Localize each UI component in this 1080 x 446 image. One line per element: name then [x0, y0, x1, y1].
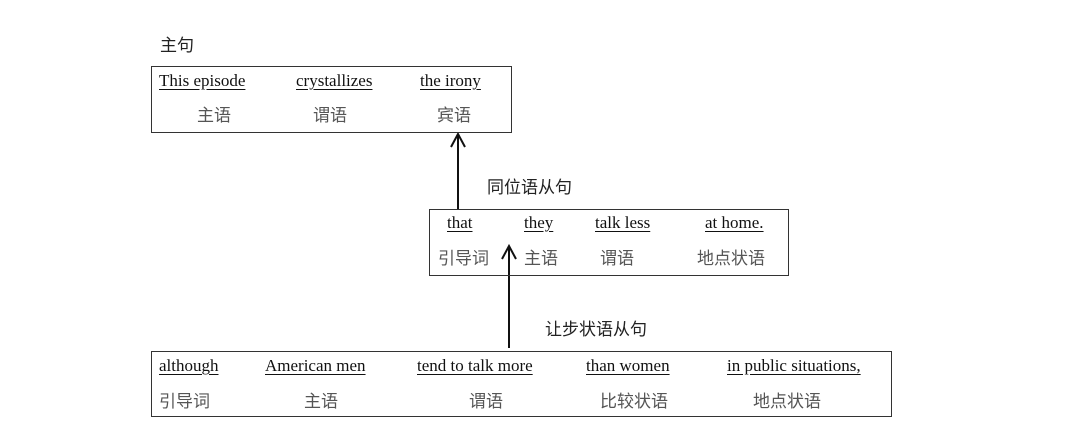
word: although	[159, 356, 219, 375]
role: 主语	[524, 249, 558, 268]
word: they	[524, 213, 554, 232]
role: 宾语	[437, 106, 471, 125]
arrow-concessive-to-appositive	[501, 243, 517, 348]
arrow-appositive-to-object	[450, 131, 466, 209]
appositive-clause-box	[429, 209, 789, 276]
word: tend to talk more	[417, 356, 533, 375]
word: This episode	[159, 71, 246, 90]
word: than women	[586, 356, 670, 375]
role: 引导词	[438, 249, 489, 268]
word: the irony	[420, 71, 481, 90]
word: talk less	[595, 213, 651, 232]
role: 主语	[197, 106, 231, 125]
word: that	[447, 213, 473, 232]
role: 谓语	[600, 249, 634, 268]
role: 地点状语	[697, 249, 765, 268]
appositive-clause-label: 同位语从句	[487, 178, 572, 197]
role: 谓语	[469, 392, 503, 411]
role: 比较状语	[600, 392, 668, 411]
role: 地点状语	[753, 392, 821, 411]
concessive-clause-box	[151, 351, 892, 417]
main-clause-label: 主句	[160, 36, 194, 55]
role: 谓语	[313, 106, 347, 125]
role: 引导词	[159, 392, 210, 411]
concessive-clause-label: 让步状语从句	[545, 320, 647, 339]
role: 主语	[304, 392, 338, 411]
word: crystallizes	[296, 71, 373, 90]
main-clause-box	[151, 66, 512, 133]
word: in public situations,	[727, 356, 861, 375]
word: at home.	[705, 213, 764, 232]
word: American men	[265, 356, 366, 375]
